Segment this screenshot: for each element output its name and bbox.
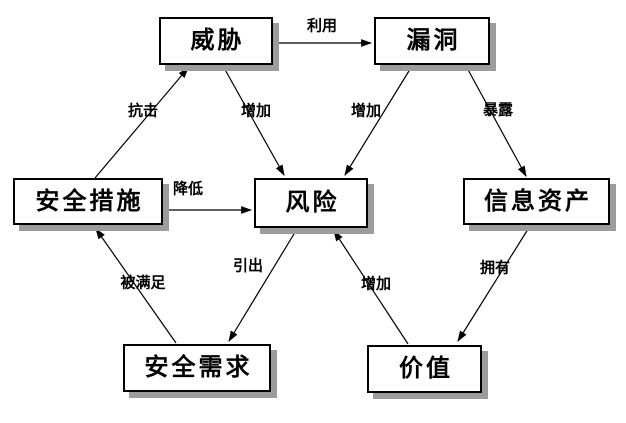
node-risk-label: 风险	[285, 189, 340, 216]
edge-label-expose: 暴露	[482, 101, 514, 119]
edge-label-increase-vulnerability: 增加	[350, 102, 382, 120]
arrow-threat-to-risk	[222, 65, 285, 176]
edge-label-possess: 拥有	[479, 259, 511, 277]
edge-label-reduce: 降低	[172, 180, 204, 198]
node-threat-label: 威胁	[190, 27, 245, 54]
node-value-label: 价值	[399, 355, 453, 382]
node-information-assets: 信息资产	[463, 178, 610, 225]
edge-label-exploit: 利用	[306, 17, 338, 35]
node-security-measures: 安全措施	[13, 178, 163, 225]
arrow-risk-to-requirements	[228, 228, 298, 342]
node-risk: 风险	[254, 178, 368, 228]
edge-label-increase-value: 增加	[360, 275, 392, 293]
edge-label-resist: 抗击	[127, 102, 159, 120]
node-information-assets-label: 信息资产	[484, 187, 592, 215]
arrow-measures-to-threat	[94, 67, 189, 179]
node-security-requirements-label: 安全需求	[144, 354, 253, 381]
node-value: 价值	[367, 345, 482, 393]
node-vulnerability-label: 漏洞	[406, 27, 461, 54]
node-threat: 威胁	[159, 17, 273, 65]
node-vulnerability: 漏洞	[374, 17, 490, 65]
node-security-measures-label: 安全措施	[35, 187, 144, 215]
arrow-vulnerability-to-risk	[344, 65, 413, 176]
node-security-requirements: 安全需求	[123, 344, 271, 392]
edge-label-derive: 引出	[232, 257, 264, 275]
edge-label-increase-threat: 增加	[240, 102, 272, 120]
arrow-vulnerability-to-assets	[465, 65, 527, 177]
arrow-requirements-to-measures	[95, 228, 177, 344]
arrow-assets-to-value	[457, 225, 531, 342]
arrow-value-to-risk	[333, 230, 409, 345]
edge-label-satisfied: 被满足	[120, 274, 166, 292]
